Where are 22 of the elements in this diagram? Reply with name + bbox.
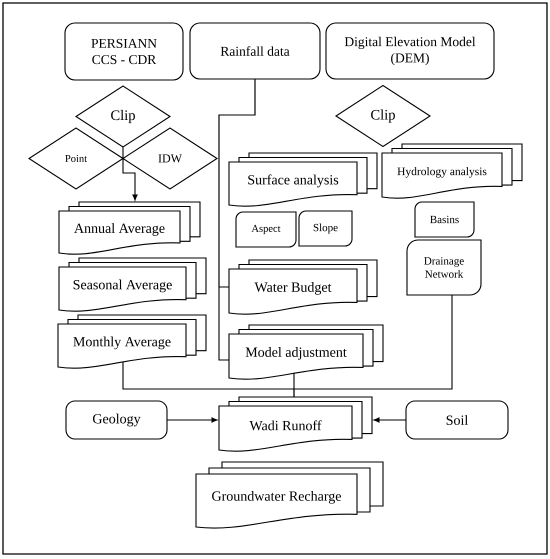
connector-line xyxy=(218,79,256,361)
rounded-box: Rainfall data xyxy=(189,22,321,80)
rounded-box: Digital Elevation Model (DEM) xyxy=(325,22,495,80)
document-stack: Monthly Average xyxy=(57,314,207,369)
document-stack: Annual Average xyxy=(58,201,201,255)
document-stack: Model adjustment xyxy=(228,324,384,380)
rounded-box: Aspect xyxy=(235,211,297,248)
rounded-box: Slope xyxy=(298,210,353,247)
document-stack: Wadi Runoff xyxy=(218,396,373,452)
rounded-box: Soil xyxy=(405,400,509,440)
document-stack: Groundwater Recharge xyxy=(195,461,384,529)
document-stack: Water Budget xyxy=(228,259,378,315)
rounded-box: Drainage Network xyxy=(406,239,482,296)
rounded-box: Geology xyxy=(65,400,168,440)
connector-line xyxy=(293,295,453,397)
rounded-box: Basins xyxy=(414,201,475,238)
document-stack: Surface analysis xyxy=(228,152,378,207)
arrow xyxy=(374,417,406,423)
document-stack: Hydrology analysis xyxy=(381,143,523,199)
arrow xyxy=(167,417,218,423)
rounded-box: PERSIANN CCS - CDR xyxy=(64,22,184,81)
document-stack: Seasonal Average xyxy=(58,257,207,312)
